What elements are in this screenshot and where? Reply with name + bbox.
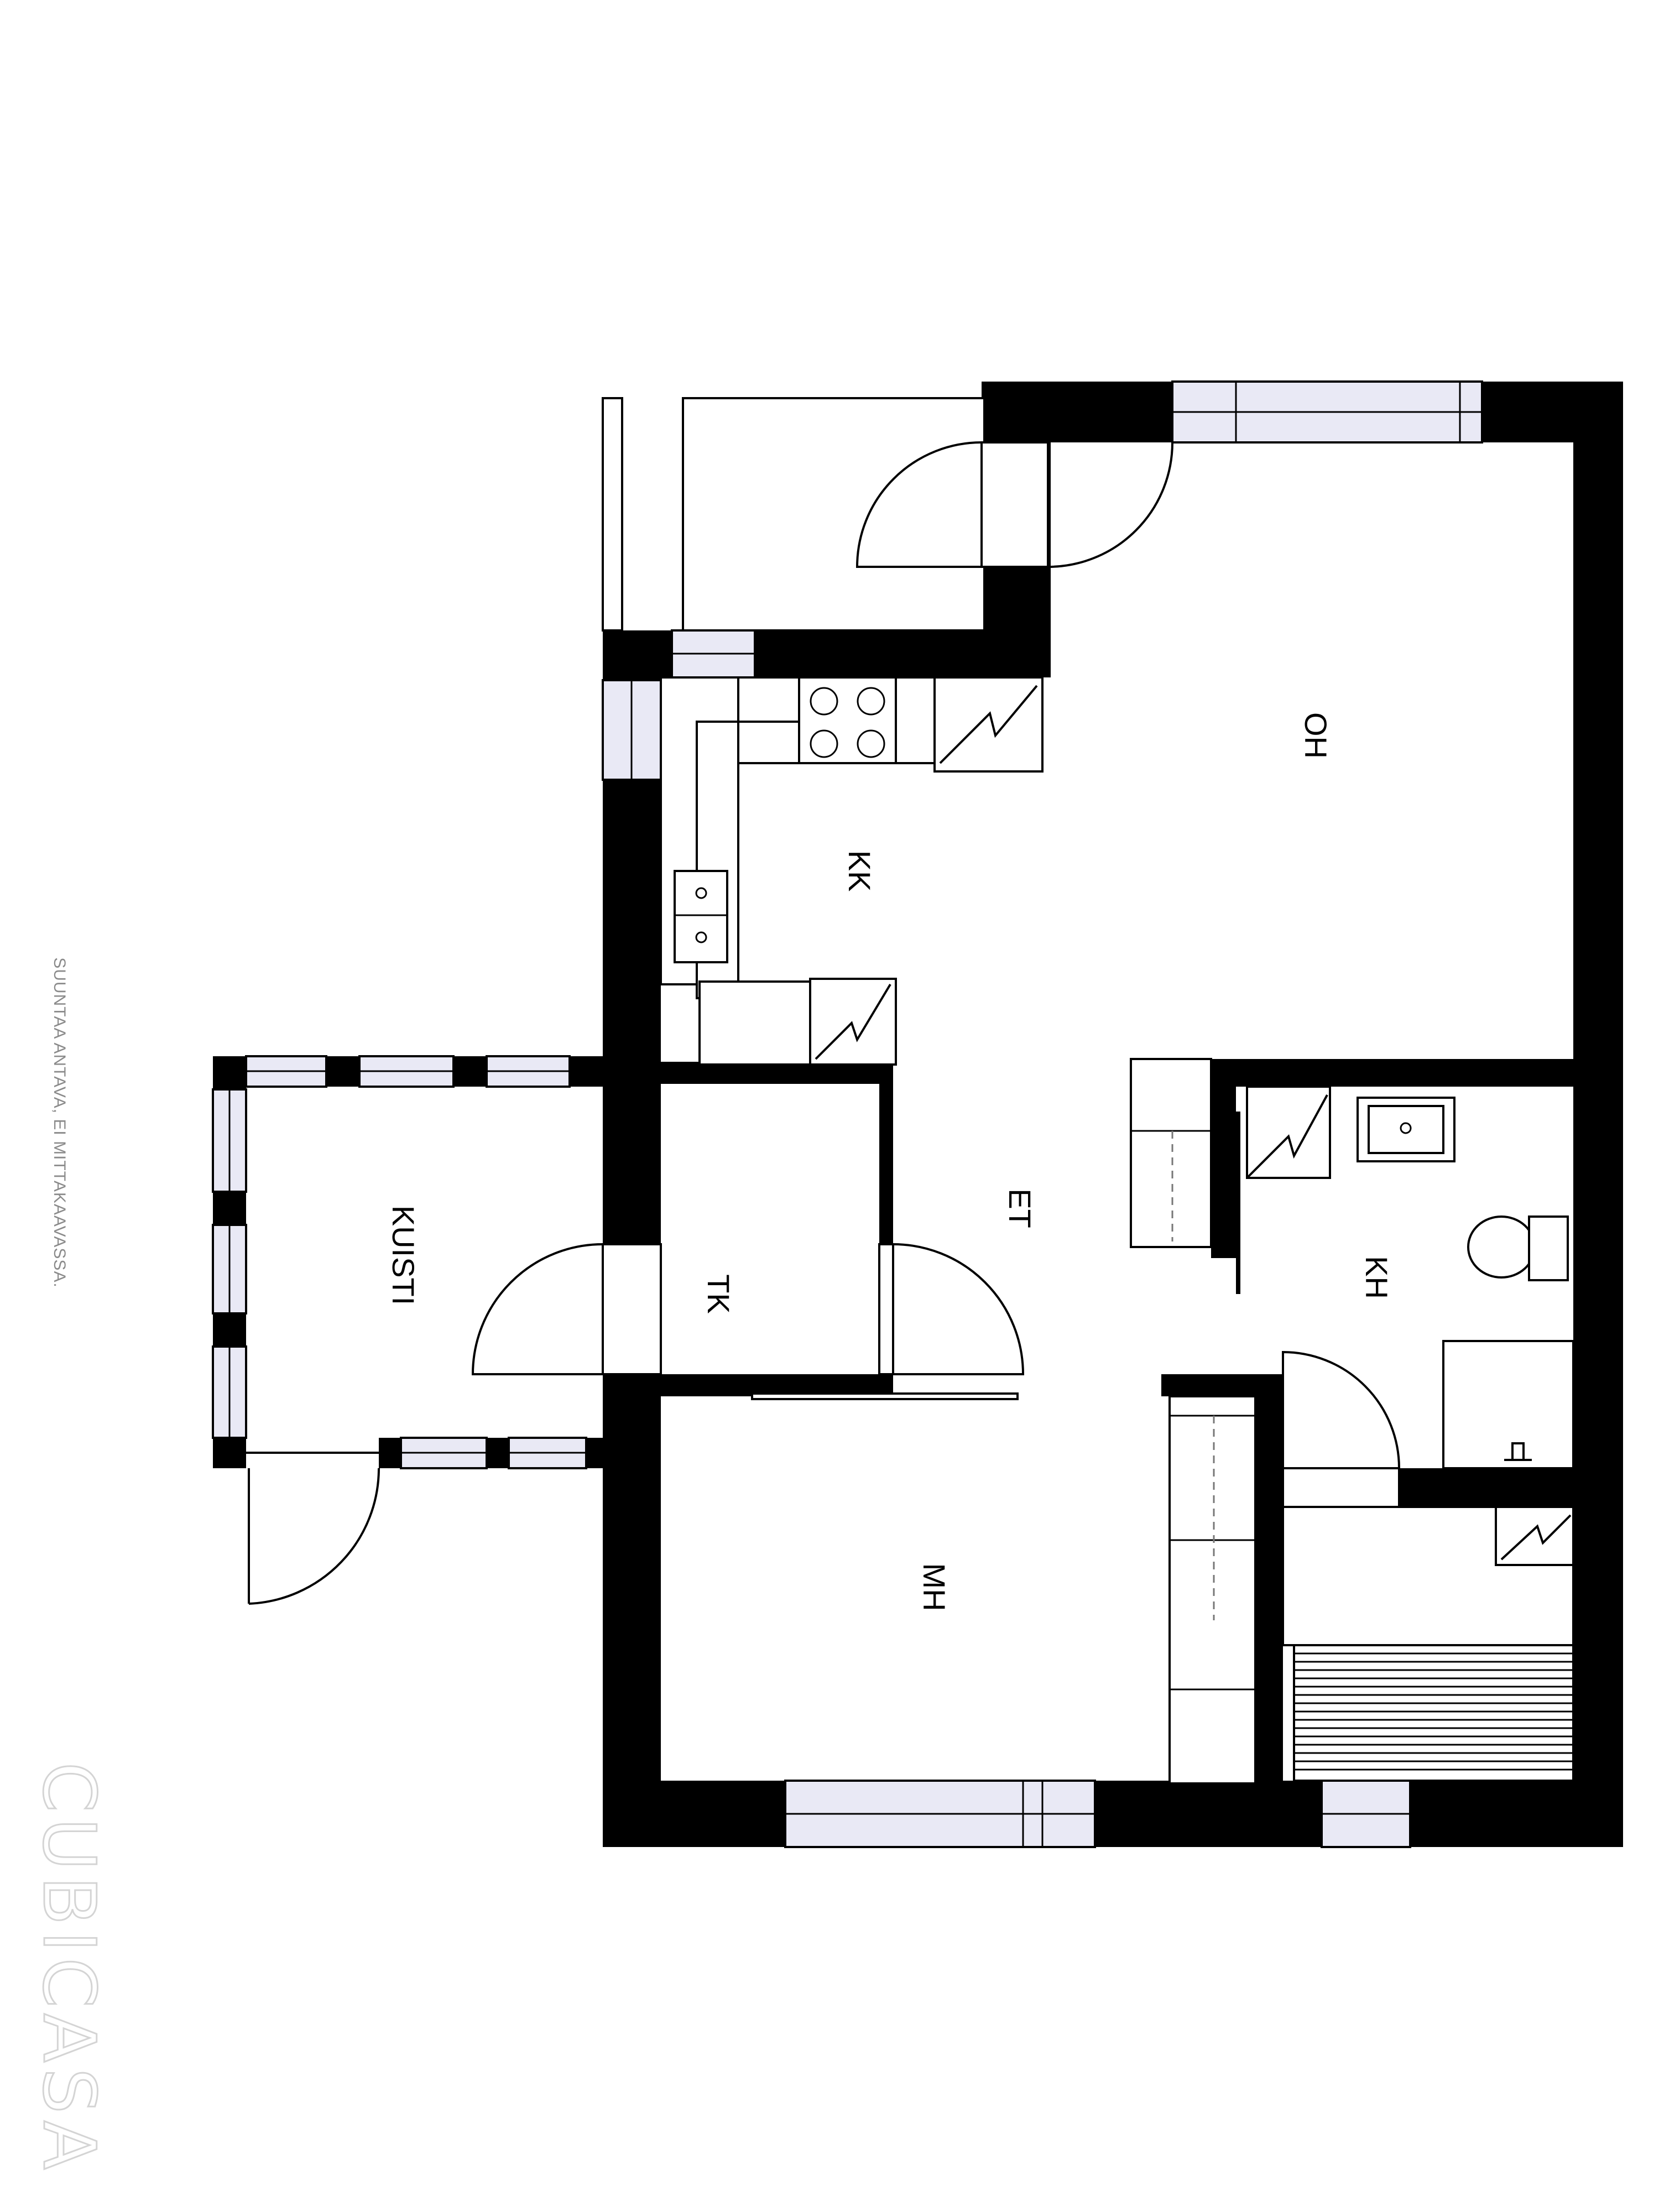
room-label-mh: MH [917, 1563, 952, 1611]
bathroom-fixtures [1130, 1058, 1574, 1469]
sauna-bench [1293, 1644, 1574, 1782]
room-label-kh: KH [1359, 1256, 1394, 1299]
sauna-bench-slats [1294, 1652, 1573, 1771]
room-labels: OH KK ET TK KH MH KUISTI [386, 712, 1394, 1611]
shower [1442, 1340, 1574, 1469]
kitchen-fixtures [660, 676, 1044, 1066]
cubicasa-watermark: CUBICASA [27, 1762, 111, 2175]
room-label-kk: KK [842, 851, 877, 892]
door-swing-kh [1282, 1350, 1401, 1469]
sliding-door-mh [751, 1392, 1019, 1400]
door-swing-tk [893, 1243, 1025, 1375]
door-swing-porch-inner [471, 1243, 603, 1375]
sink [674, 870, 728, 963]
bedroom-fixtures [1168, 1395, 1574, 1785]
disclaimer-text: SUUNTAA ANTAVA, EI MITTAKAAVASSA. [50, 957, 69, 1288]
entrance-enclosure [602, 397, 985, 632]
porch-structure [212, 1055, 603, 1469]
toilet [1467, 1215, 1536, 1279]
door-swing-entrance-left [855, 441, 982, 568]
room-label-tk: TK [701, 1274, 736, 1314]
doors [248, 441, 1401, 1605]
cabinet-kitchen [809, 978, 897, 1066]
fridge [933, 676, 1044, 773]
wardrobe-mh [1168, 1395, 1256, 1785]
stove [798, 676, 897, 764]
wardrobe-et [1130, 1058, 1212, 1248]
room-label-kuisti: KUISTI [386, 1206, 421, 1305]
door-entrance-frame [980, 441, 1049, 568]
door-swing-porch [248, 1468, 380, 1605]
door-swing-entrance-right [1047, 442, 1173, 568]
room-label-oh: OH [1298, 712, 1333, 759]
sauna-heater [1495, 1506, 1574, 1566]
room-label-et: ET [1003, 1188, 1037, 1228]
